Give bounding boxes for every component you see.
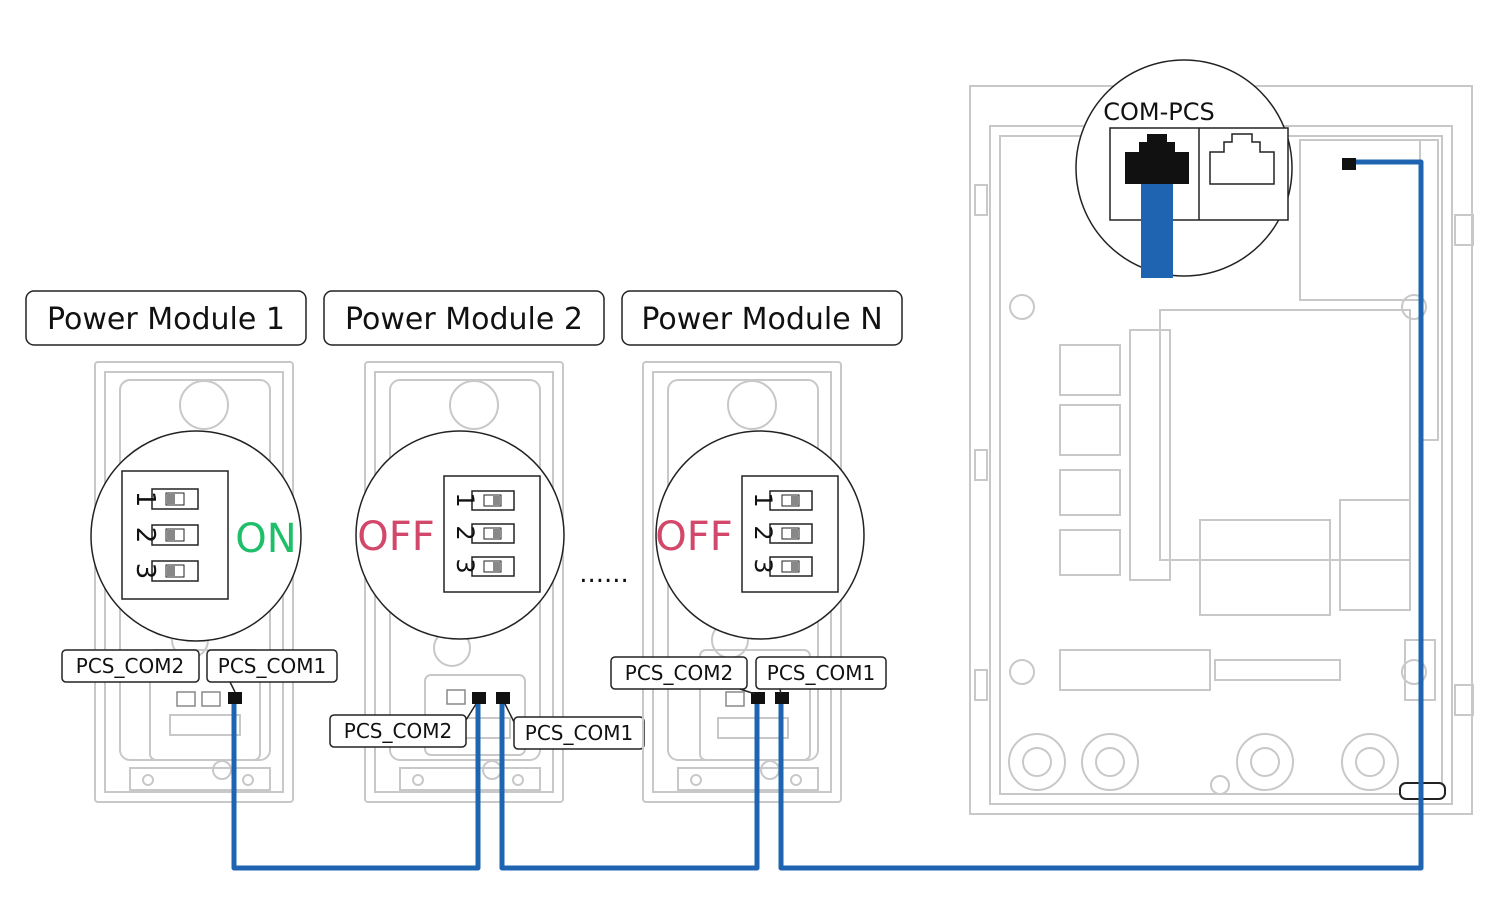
module-title-box <box>323 290 605 346</box>
com-pcs-label: COM-PCS <box>1103 98 1214 126</box>
port-label-pcs-com1: PCS_COM1 <box>218 654 326 678</box>
switch-number: 3 <box>749 558 777 573</box>
power-module-2: Power Module 2 1 2 3 OFF PCS_COM2 PCS_CO… <box>323 290 645 803</box>
dip-switch-1 <box>151 488 199 510</box>
switch-number: 3 <box>451 558 479 573</box>
rj45-plug-icon <box>751 692 765 704</box>
port-label-pcs-com2: PCS_COM2 <box>625 661 733 685</box>
pcs-cabinet: COM-PCS <box>969 59 1474 815</box>
switch-number: 2 <box>451 525 479 540</box>
cable-icon <box>1141 180 1173 278</box>
port-label-box <box>61 649 200 683</box>
ellipsis-more-modules: ...... <box>579 559 629 589</box>
ethernet-port-icon <box>201 691 221 707</box>
port-label-box <box>755 656 887 690</box>
module-title-box <box>621 290 903 346</box>
rj45-plug-icon <box>775 692 789 704</box>
switch-state-label: OFF <box>655 514 733 560</box>
dip-switch-3 <box>769 556 813 577</box>
communication-cables <box>231 159 1424 871</box>
ethernet-port-icon <box>446 689 466 705</box>
switch-number: 1 <box>451 492 479 507</box>
switch-number: 3 <box>130 563 160 580</box>
rj45-plug-icon <box>228 692 242 704</box>
power-module-1: Power Module 1 1 2 3 ON PCS_COM2 PCS_COM… <box>25 290 338 803</box>
dip-switch-2 <box>769 523 813 544</box>
switch-number: 2 <box>130 527 160 544</box>
port-label-box <box>206 649 338 683</box>
rj45-plug-icon <box>1125 134 1189 184</box>
module-title: Power Module 1 <box>47 302 285 337</box>
cable-module2-to-modulen <box>499 704 760 871</box>
module-title: Power Module 2 <box>345 302 583 337</box>
dip-switch-2 <box>151 524 199 546</box>
rj45-plug-icon <box>1342 158 1356 170</box>
port-label-pcs-com1: PCS_COM1 <box>525 721 633 745</box>
dip-switch-1 <box>471 490 515 511</box>
port-label-box <box>329 714 467 748</box>
port-label-pcs-com2: PCS_COM2 <box>76 654 184 678</box>
dip-switch-2 <box>471 523 515 544</box>
switch-state-label: ON <box>235 516 296 562</box>
rj45-plug-icon <box>496 692 510 704</box>
module-title-box <box>25 290 307 346</box>
dip-switch-3 <box>471 556 515 577</box>
switch-number: 2 <box>749 525 777 540</box>
dip-switch-3 <box>151 560 199 582</box>
rj45-plug-icon <box>472 692 486 704</box>
dip-switch-1 <box>769 490 813 511</box>
ethernet-port-icon <box>725 691 745 707</box>
ethernet-port-icon <box>1209 133 1275 185</box>
cable-modulen-to-com-pcs <box>778 159 1424 871</box>
switch-number: 1 <box>130 491 160 508</box>
switch-number: 1 <box>749 492 777 507</box>
switch-state-label: OFF <box>357 514 435 560</box>
cable-module1-to-module2 <box>231 704 481 871</box>
port-label-pcs-com2: PCS_COM2 <box>344 719 452 743</box>
port-label-box <box>610 656 748 690</box>
power-module-n: Power Module N 1 2 3 OFF PCS_COM2 PCS_CO… <box>610 290 903 803</box>
ethernet-port-icon <box>176 691 196 707</box>
module-title: Power Module N <box>641 302 882 337</box>
port-label-pcs-com1: PCS_COM1 <box>767 661 875 685</box>
